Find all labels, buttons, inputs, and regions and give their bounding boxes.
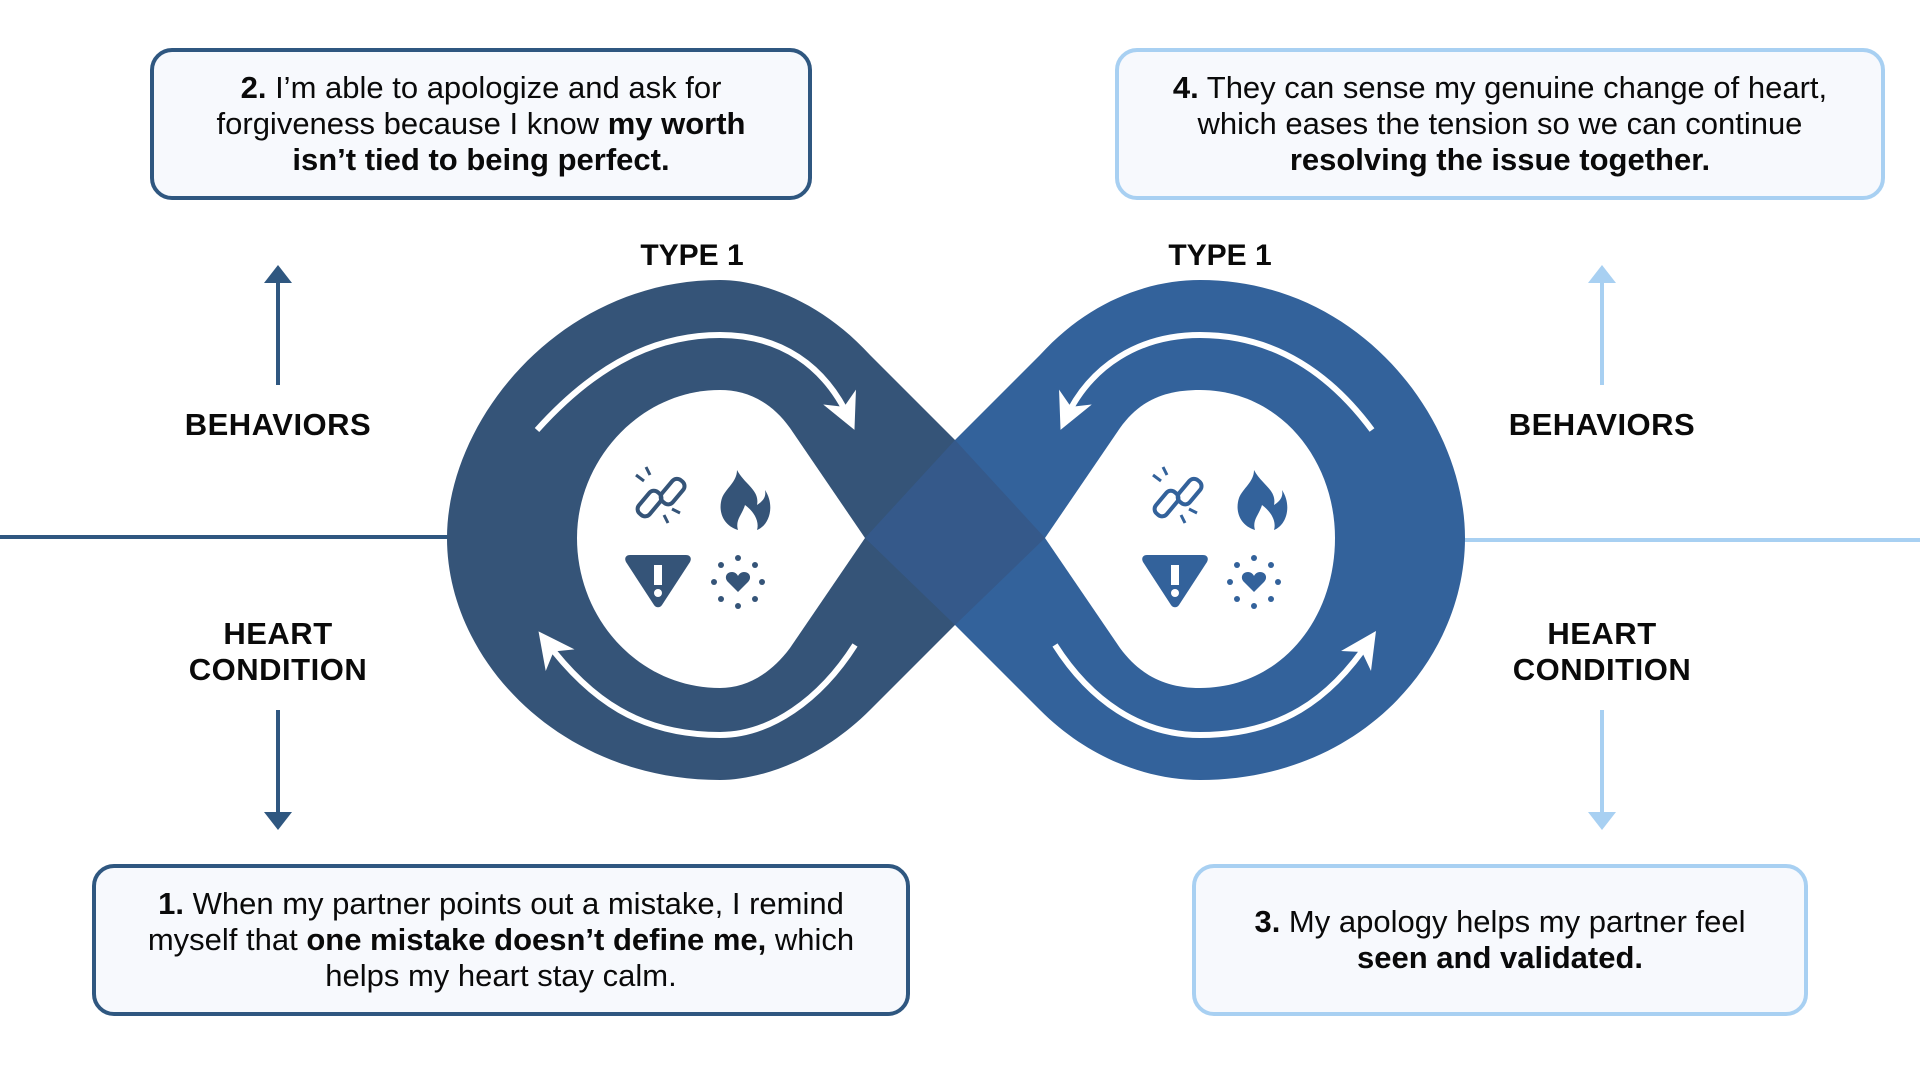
left-behaviors-label: BEHAVIORS (184, 407, 372, 442)
step-4-card: 4. They can sense my genuine change of h… (1115, 48, 1885, 200)
flame-icon (720, 470, 771, 530)
step-3-text-a: My apology helps my partner feel (1280, 904, 1746, 939)
step-1-text: 1. When my partner points out a mistake,… (124, 886, 878, 994)
step-4-text-a: They can sense my genuine change of hear… (1197, 70, 1828, 141)
broken-link-icon (1152, 466, 1204, 524)
step-3-bold: seen and validated. (1357, 940, 1643, 975)
left-icon-grid (625, 466, 771, 609)
right-loop-type-label: TYPE 1 (1168, 239, 1271, 272)
right-top-cycle-arrow (1059, 331, 1375, 432)
radiant-heart-icon (1227, 555, 1281, 609)
step-1-text-a: When my partner points out a mistake, I … (147, 886, 844, 957)
step-2-text-a: I’m able to apologize and ask for forgiv… (216, 70, 722, 141)
left-loop-type-label: TYPE 1 (640, 239, 743, 272)
step-2-number: 2. (240, 70, 267, 105)
step-4-bold: resolving the issue together. (1289, 142, 1711, 177)
left-bottom-cycle-arrow (538, 631, 858, 739)
radiant-heart-icon (711, 555, 765, 609)
left-up-arrow (264, 265, 292, 385)
right-loop-hole (1045, 390, 1335, 688)
right-behaviors-label: BEHAVIORS (1508, 407, 1696, 442)
step-2-bold: my worth isn’t tied to being perfect. (292, 106, 746, 177)
left-heart-condition-line2: CONDITION (188, 652, 368, 687)
step-1-card: 1. When my partner points out a mistake,… (92, 864, 910, 1016)
step-4-text: 4. They can sense my genuine change of h… (1147, 70, 1853, 178)
step-3-number: 3. (1254, 904, 1281, 939)
step-2-text: 2. I’m able to apologize and ask for for… (182, 70, 780, 178)
left-top-cycle-arrow (534, 331, 856, 433)
flame-icon (1237, 470, 1288, 530)
right-heart-condition-line2: CONDITION (1512, 652, 1692, 687)
left-down-arrow (264, 710, 292, 830)
step-2-card: 2. I’m able to apologize and ask for for… (150, 48, 812, 200)
step-3-text: 3. My apology helps my partner feel seen… (1224, 904, 1776, 976)
right-heart-condition-line1: HEART (1547, 616, 1657, 651)
warning-triangle-icon (1142, 555, 1208, 608)
left-heart-condition-line1: HEART (223, 616, 333, 651)
right-down-arrow (1588, 710, 1616, 830)
right-axis-line (1460, 538, 1920, 542)
right-heart-condition-label: HEART CONDITION (1452, 616, 1752, 688)
left-loop-hole (577, 390, 865, 688)
right-icon-grid (1142, 466, 1288, 609)
step-1-text-b: which helps my heart stay calm. (325, 922, 855, 993)
broken-link-icon (635, 466, 687, 524)
left-heart-condition-label: HEART CONDITION (128, 616, 428, 688)
step-4-number: 4. (1172, 70, 1199, 105)
right-bottom-cycle-arrow (1052, 631, 1376, 739)
loop-crossing (865, 440, 1045, 625)
step-1-bold: one mistake doesn’t define me, (306, 922, 767, 957)
step-1-number: 1. (158, 886, 184, 921)
step-3-card: 3. My apology helps my partner feel seen… (1192, 864, 1808, 1016)
right-up-arrow (1588, 265, 1616, 385)
left-axis-line (0, 535, 460, 539)
warning-triangle-icon (625, 555, 691, 608)
